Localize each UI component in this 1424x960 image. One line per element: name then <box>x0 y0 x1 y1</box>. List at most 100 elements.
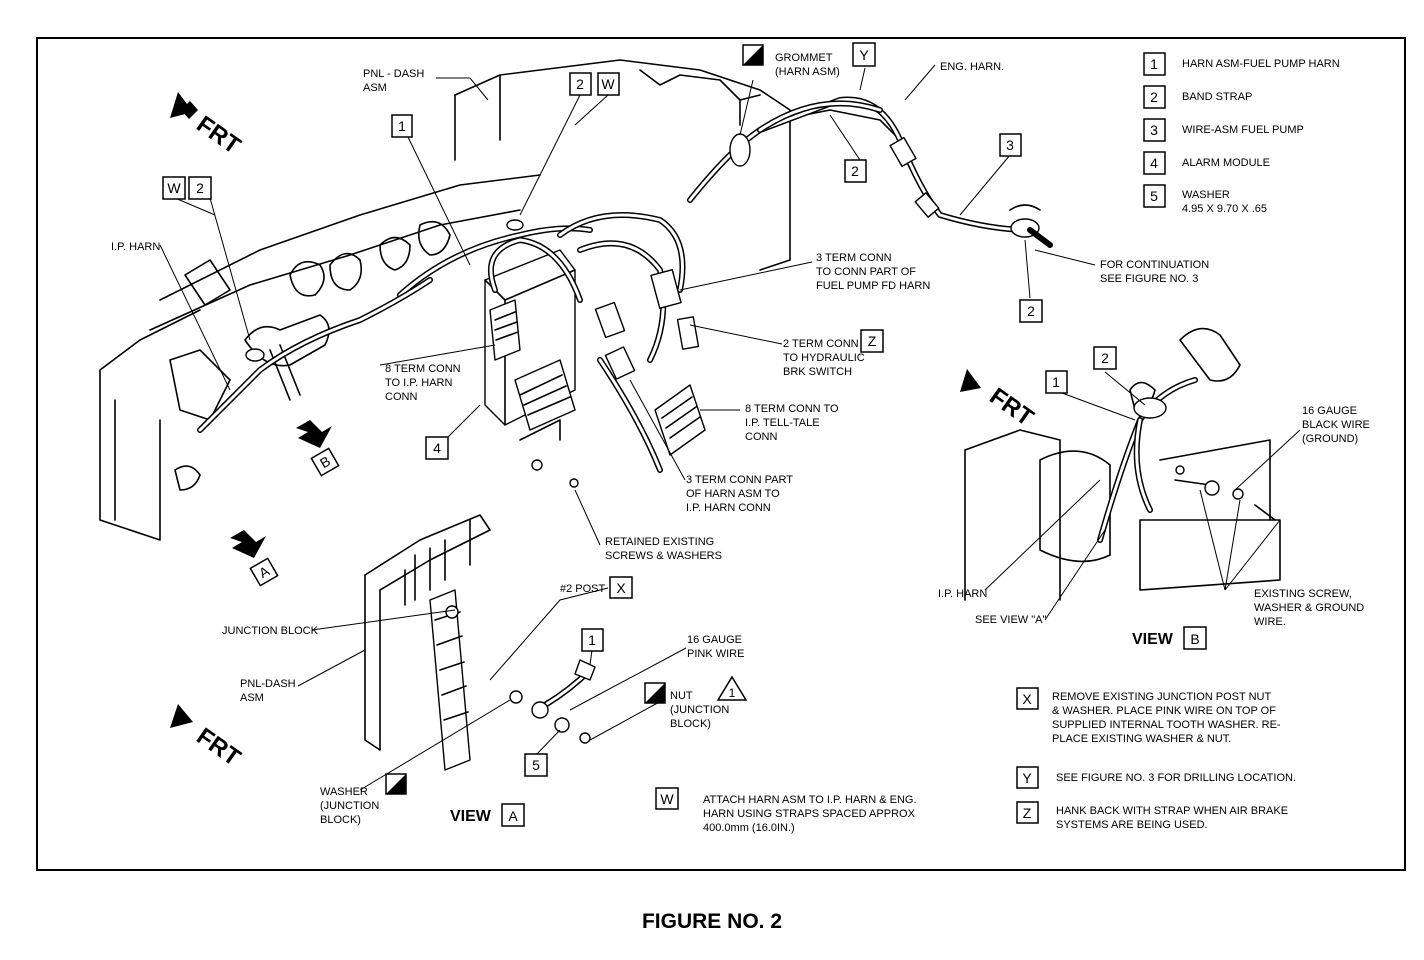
callout-2-view-b: 2 <box>1093 346 1117 370</box>
legend-text: WIRE-ASM FUEL PUMP <box>1182 124 1304 136</box>
pink-wire-label: 16 GAUGE <box>687 634 742 646</box>
svg-text:ASM: ASM <box>240 692 264 704</box>
svg-text:5: 5 <box>532 757 540 773</box>
svg-text:WIRE.: WIRE. <box>1254 616 1286 628</box>
note-key: W <box>660 791 674 807</box>
term8-telltale-label: 8 TERM CONN TO <box>745 403 839 415</box>
svg-text:Z: Z <box>868 333 877 349</box>
svg-text:2: 2 <box>1101 350 1109 366</box>
svg-text:CONN: CONN <box>385 391 417 403</box>
svg-text:(GROUND): (GROUND) <box>1302 433 1358 445</box>
callout-w-left: W <box>162 176 186 200</box>
frt-arrow-view-b: FRT <box>960 369 1039 432</box>
svg-text:2: 2 <box>851 163 859 179</box>
svg-text:1: 1 <box>1052 374 1060 390</box>
legend-key: 5 <box>1150 188 1158 204</box>
view-arrow-a: A <box>230 530 279 587</box>
grommet-label: GROMMET <box>775 52 833 64</box>
post2-label: #2 POST <box>560 583 606 595</box>
svg-text:BRK SWITCH: BRK SWITCH <box>783 366 852 378</box>
pnl-dash-asm-label: PNL - DASH <box>363 68 424 80</box>
main-harness-illustration <box>99 59 1053 541</box>
svg-text:(JUNCTION: (JUNCTION <box>320 800 379 812</box>
svg-text:2: 2 <box>1027 303 1035 319</box>
existing-screw-label: EXISTING SCREW, <box>1254 588 1352 600</box>
svg-text:4: 4 <box>433 440 441 456</box>
pnl-dash-asm-a-label: PNL-DASH <box>240 678 296 690</box>
note-line: SEE FIGURE NO. 3 FOR DRILLING LOCATION. <box>1056 772 1296 784</box>
svg-text:I.P. TELL-TALE: I.P. TELL-TALE <box>745 417 820 429</box>
note-key: Z <box>1023 805 1032 821</box>
see-view-a-label: SEE VIEW "A" <box>975 614 1046 626</box>
eng-harn-label: ENG. HARN. <box>940 61 1004 73</box>
svg-text:TO I.P. HARN: TO I.P. HARN <box>385 377 453 389</box>
callout-1-view-a: 1 <box>581 628 604 652</box>
svg-text:OF HARN ASM TO: OF HARN ASM TO <box>686 488 780 500</box>
frt-arrow-view-a: FRT <box>170 704 246 772</box>
term3-fuel-label: 3 TERM CONN <box>816 252 892 264</box>
view-arrow-b: B <box>296 420 340 477</box>
svg-text:I.P. HARN CONN: I.P. HARN CONN <box>686 502 771 514</box>
parts-legend: 1 HARN ASM-FUEL PUMP HARN 2 BAND STRAP 3… <box>1143 52 1340 215</box>
svg-text:BLOCK): BLOCK) <box>670 718 711 730</box>
note-key: X <box>1022 691 1032 707</box>
view-b-key-box <box>1183 626 1207 650</box>
leader-lines <box>159 64 1301 791</box>
view-b-labels: 16 GAUGE BLACK WIRE (GROUND) I.P. HARN S… <box>938 405 1370 650</box>
svg-text:2: 2 <box>576 76 584 92</box>
svg-text:SCREWS & WASHERS: SCREWS & WASHERS <box>605 550 722 562</box>
svg-text:CONN: CONN <box>745 431 777 443</box>
figure-caption: FIGURE NO. 2 <box>641 910 783 933</box>
legend-text: HARN ASM-FUEL PUMP HARN <box>1182 58 1340 70</box>
frt-label: FRT <box>192 111 246 160</box>
svg-text:BLOCK): BLOCK) <box>320 814 361 826</box>
term3-part-label: 3 TERM CONN PART <box>686 474 793 486</box>
note-line: 400.0mm (16.0IN.) <box>703 822 795 834</box>
frt-label: FRT <box>985 383 1039 432</box>
svg-text:WASHER & GROUND: WASHER & GROUND <box>1254 602 1364 614</box>
svg-text:3: 3 <box>1006 137 1014 153</box>
svg-text:(HARN ASM): (HARN ASM) <box>775 66 840 78</box>
svg-text:W: W <box>167 180 181 196</box>
svg-text:W: W <box>601 76 615 92</box>
callout-5: 5 <box>524 753 548 777</box>
note-line: HANK BACK WITH STRAP WHEN AIR BRAKE <box>1056 805 1288 817</box>
svg-text:FUEL PUMP FD HARN: FUEL PUMP FD HARN <box>816 280 930 292</box>
svg-text:ASM: ASM <box>363 82 387 94</box>
nut-label: NUT <box>670 690 693 702</box>
svg-text:PINK WIRE: PINK WIRE <box>687 648 744 660</box>
callout-1-main: 1 <box>391 114 413 138</box>
view-b-illustration <box>964 327 1281 601</box>
note-line: HARN USING STRAPS SPACED APPROX <box>703 808 916 820</box>
legend-subtext: 4.95 X 9.70 X .65 <box>1182 203 1267 215</box>
note-line: & WASHER. PLACE PINK WIRE ON TOP OF <box>1052 705 1276 717</box>
junction-block-label: JUNCTION BLOCK <box>222 625 319 637</box>
callout-2-left: 2 <box>188 176 212 200</box>
callout-2-right: 2 <box>1019 299 1043 323</box>
notes-block: X REMOVE EXISTING JUNCTION POST NUT & WA… <box>655 687 1296 834</box>
svg-text:X: X <box>616 580 626 596</box>
callout-boxes: 1 2 W W 2 Y 2 3 2 Z 4 X 1 5 2 1 1 <box>162 42 1117 795</box>
figure-border <box>36 37 1406 871</box>
term8-ip-label: 8 TERM CONN <box>385 363 461 375</box>
view-b-title: VIEW <box>1132 631 1174 648</box>
callout-2-mid: 2 <box>844 159 867 183</box>
note-line: SYSTEMS ARE BEING USED. <box>1056 819 1208 831</box>
svg-text:2: 2 <box>196 180 204 196</box>
warning-number: 1 <box>729 686 736 700</box>
view-b-key: B <box>1190 631 1199 647</box>
svg-text:1: 1 <box>588 632 596 648</box>
half-filled-marker-grommet <box>742 44 764 66</box>
legend-text: BAND STRAP <box>1182 91 1252 103</box>
ip-harn-label: I.P. HARN <box>111 241 160 253</box>
main-labels: PNL - DASH ASM GROMMET (HARN ASM) ENG. H… <box>111 52 1209 562</box>
half-filled-marker-nut <box>644 682 666 704</box>
note-key: Y <box>1022 770 1032 786</box>
legend-key: 3 <box>1150 122 1158 138</box>
callout-2-top: 2 <box>569 72 592 96</box>
legend-text: ALARM MODULE <box>1182 157 1270 169</box>
callout-1-view-b: 1 <box>1045 370 1068 394</box>
note-line: REMOVE EXISTING JUNCTION POST NUT <box>1052 691 1271 703</box>
svg-text:TO HYDRAULIC: TO HYDRAULIC <box>783 352 865 364</box>
